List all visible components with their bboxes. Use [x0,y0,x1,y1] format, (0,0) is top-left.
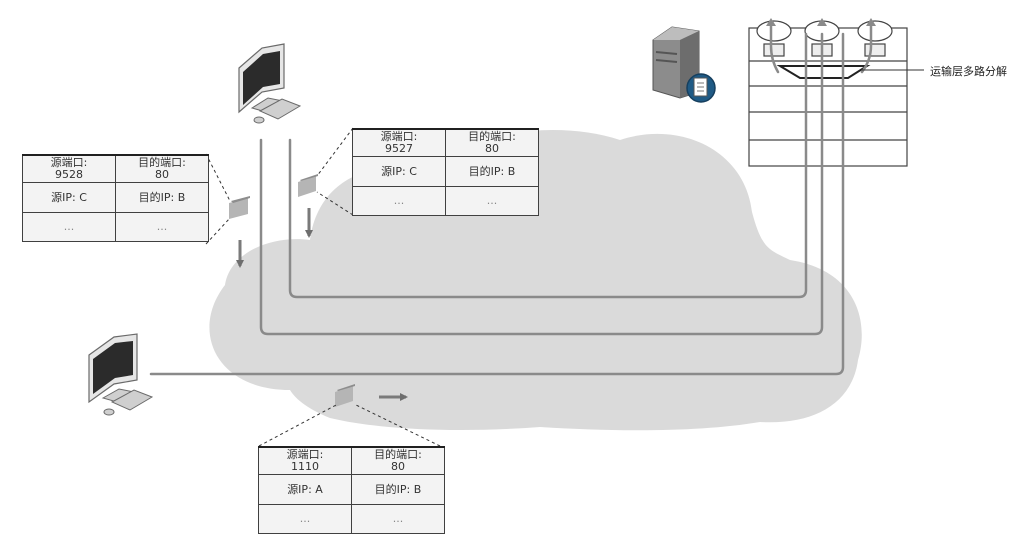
host-a-computer-icon [88,333,154,416]
src-port-value: 1110 [291,460,319,473]
server-icon [652,26,700,99]
more-fields-cell: ... [352,186,446,216]
host-c-computer-icon [238,43,302,124]
src-port-cell: 源端口: 9527 [352,128,446,157]
document-icon [686,73,716,103]
dst-ip-cell: 目的IP: B [351,474,445,505]
callout-line [205,153,231,202]
more-fields-cell: ... [351,504,445,534]
dst-ip-cell: 目的IP: B [445,156,539,187]
dst-port-cell: 目的端口: 80 [445,128,539,157]
src-port-cell: 源端口: 9528 [22,154,116,183]
src-ip-cell: 源IP: A [258,474,352,505]
route-c-9528 [259,32,824,336]
route-c-9527 [288,32,808,299]
more-fields-cell: ... [22,212,116,242]
dst-port-label: 目的端口: [138,156,186,169]
callout-line [353,403,441,447]
arrow-icon [817,18,827,26]
segment-header-a-1110: 源端口: 1110 目的端口: 80 源IP: A 目的IP: B ... ..… [258,446,445,534]
more-fields-cell: ... [258,504,352,534]
socket-icon [763,43,886,57]
dst-port-cell: 目的端口: 80 [351,446,445,475]
src-port-label: 源端口: [380,130,418,143]
dst-port-value: 80 [155,168,169,181]
delivery-path-right [860,22,873,74]
callout-line [316,191,354,216]
packet-icon [298,174,318,197]
callout-line [258,403,339,447]
dst-port-value: 80 [485,142,499,155]
dst-port-label: 目的端口: [468,130,516,143]
demux-funnel [776,65,871,79]
arrow-icon [766,18,776,26]
segment-header-c-9527: 源端口: 9527 目的端口: 80 源IP: C 目的IP: B ... ..… [352,128,539,216]
callout-line [316,127,354,177]
packet-icon [229,196,250,219]
packet-icon [335,384,355,407]
arrow-icon [866,18,876,26]
dst-port-cell: 目的端口: 80 [115,154,209,183]
route-a-1110 [149,32,845,376]
src-port-label: 源端口: [50,156,88,169]
delivery-path-left [769,22,780,74]
src-ip-cell: 源IP: C [22,182,116,213]
more-fields-cell: ... [445,186,539,216]
callout-line [205,217,231,245]
src-port-value: 9527 [385,142,413,155]
demux-annotation-label: 运输层多路分解 [930,65,1007,78]
segment-header-c-9528: 源端口: 9528 目的端口: 80 源IP: C 目的IP: B ... ..… [22,154,209,242]
dst-ip-cell: 目的IP: B [115,182,209,213]
dst-port-value: 80 [391,460,405,473]
dst-port-label: 目的端口: [374,448,422,461]
more-fields-cell: ... [115,212,209,242]
src-port-label: 源端口: [286,448,324,461]
src-ip-cell: 源IP: C [352,156,446,187]
src-port-value: 9528 [55,168,83,181]
src-port-cell: 源端口: 1110 [258,446,352,475]
